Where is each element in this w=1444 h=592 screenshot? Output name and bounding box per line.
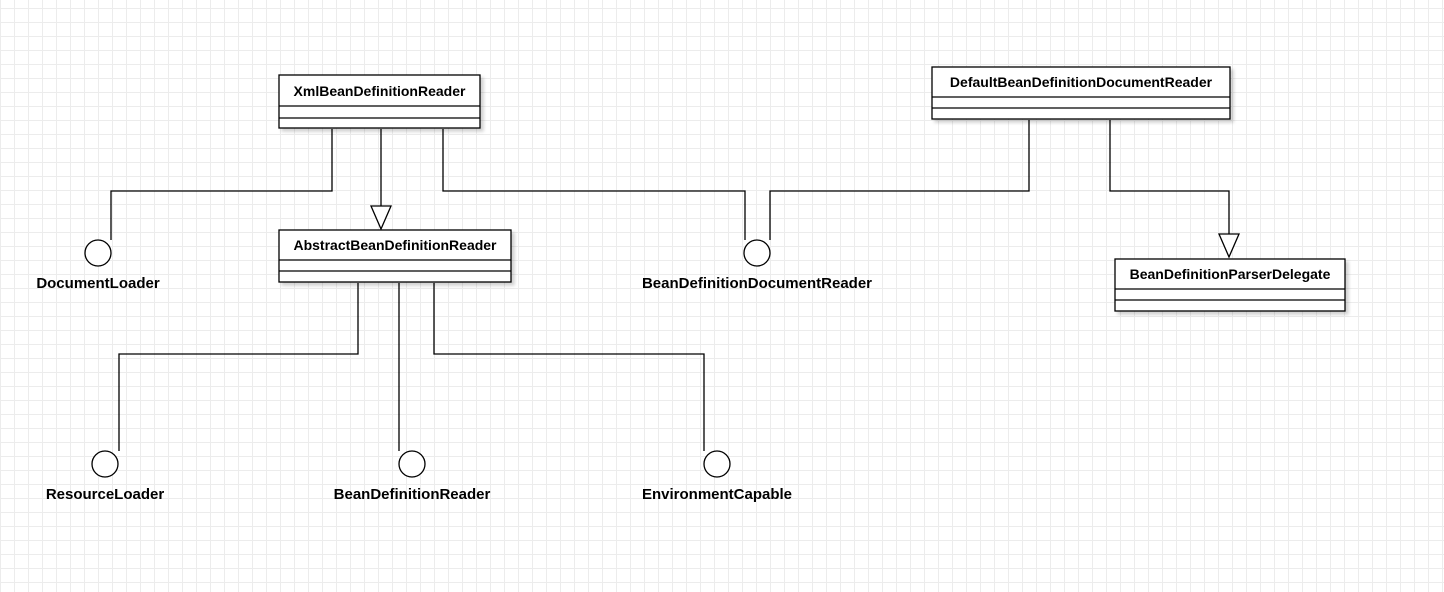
edge-defaultdocreader-parserdelegate [1109,120,1230,234]
interface-circle-icon [743,239,771,267]
generalization-arrowhead-abstractreader [370,205,392,231]
interface-name-bean-definition-document-reader: BeanDefinitionDocumentReader [642,275,872,292]
interface-name-document-loader: DocumentLoader [36,275,160,292]
interface-resource-loader[interactable]: ResourceLoader [46,450,165,503]
interface-name-resource-loader: ResourceLoader [46,486,165,503]
interface-document-loader[interactable]: DocumentLoader [36,239,160,292]
edge-xmlreader-docreader-iface [442,129,746,240]
class-name-bean-definition-parser-delegate: BeanDefinitionParserDelegate [1130,266,1331,282]
edge-abstractreader-environmentcapable [433,283,705,451]
class-box-bean-definition-parser-delegate[interactable]: BeanDefinitionParserDelegate [1114,258,1346,312]
interface-bean-definition-reader[interactable]: BeanDefinitionReader [334,450,491,503]
interface-bean-definition-document-reader[interactable]: BeanDefinitionDocumentReader [642,239,872,292]
class-name-abstract-bean-definition-reader: AbstractBeanDefinitionReader [293,237,497,253]
class-box-abstract-bean-definition-reader[interactable]: AbstractBeanDefinitionReader [278,229,512,283]
interface-name-bean-definition-reader: BeanDefinitionReader [334,486,491,503]
interface-environment-capable[interactable]: EnvironmentCapable [642,450,792,503]
class-name-xml-bean-definition-reader: XmlBeanDefinitionReader [294,83,466,99]
class-box-default-bean-definition-document-reader[interactable]: DefaultBeanDefinitionDocumentReader [931,66,1231,120]
interface-circle-icon [703,450,731,478]
edge-defaultdocreader-docreader-iface [769,120,1030,240]
interface-circle-icon [398,450,426,478]
interface-circle-icon [91,450,119,478]
generalization-arrowhead-parserdelegate [1218,233,1240,259]
interface-circle-icon [84,239,112,267]
edge-xmlreader-documentloader [110,129,333,240]
interface-name-environment-capable: EnvironmentCapable [642,486,792,503]
class-box-xml-bean-definition-reader[interactable]: XmlBeanDefinitionReader [278,74,481,129]
class-name-default-bean-definition-document-reader: DefaultBeanDefinitionDocumentReader [950,74,1213,90]
edge-abstractreader-resourceloader [118,283,359,451]
